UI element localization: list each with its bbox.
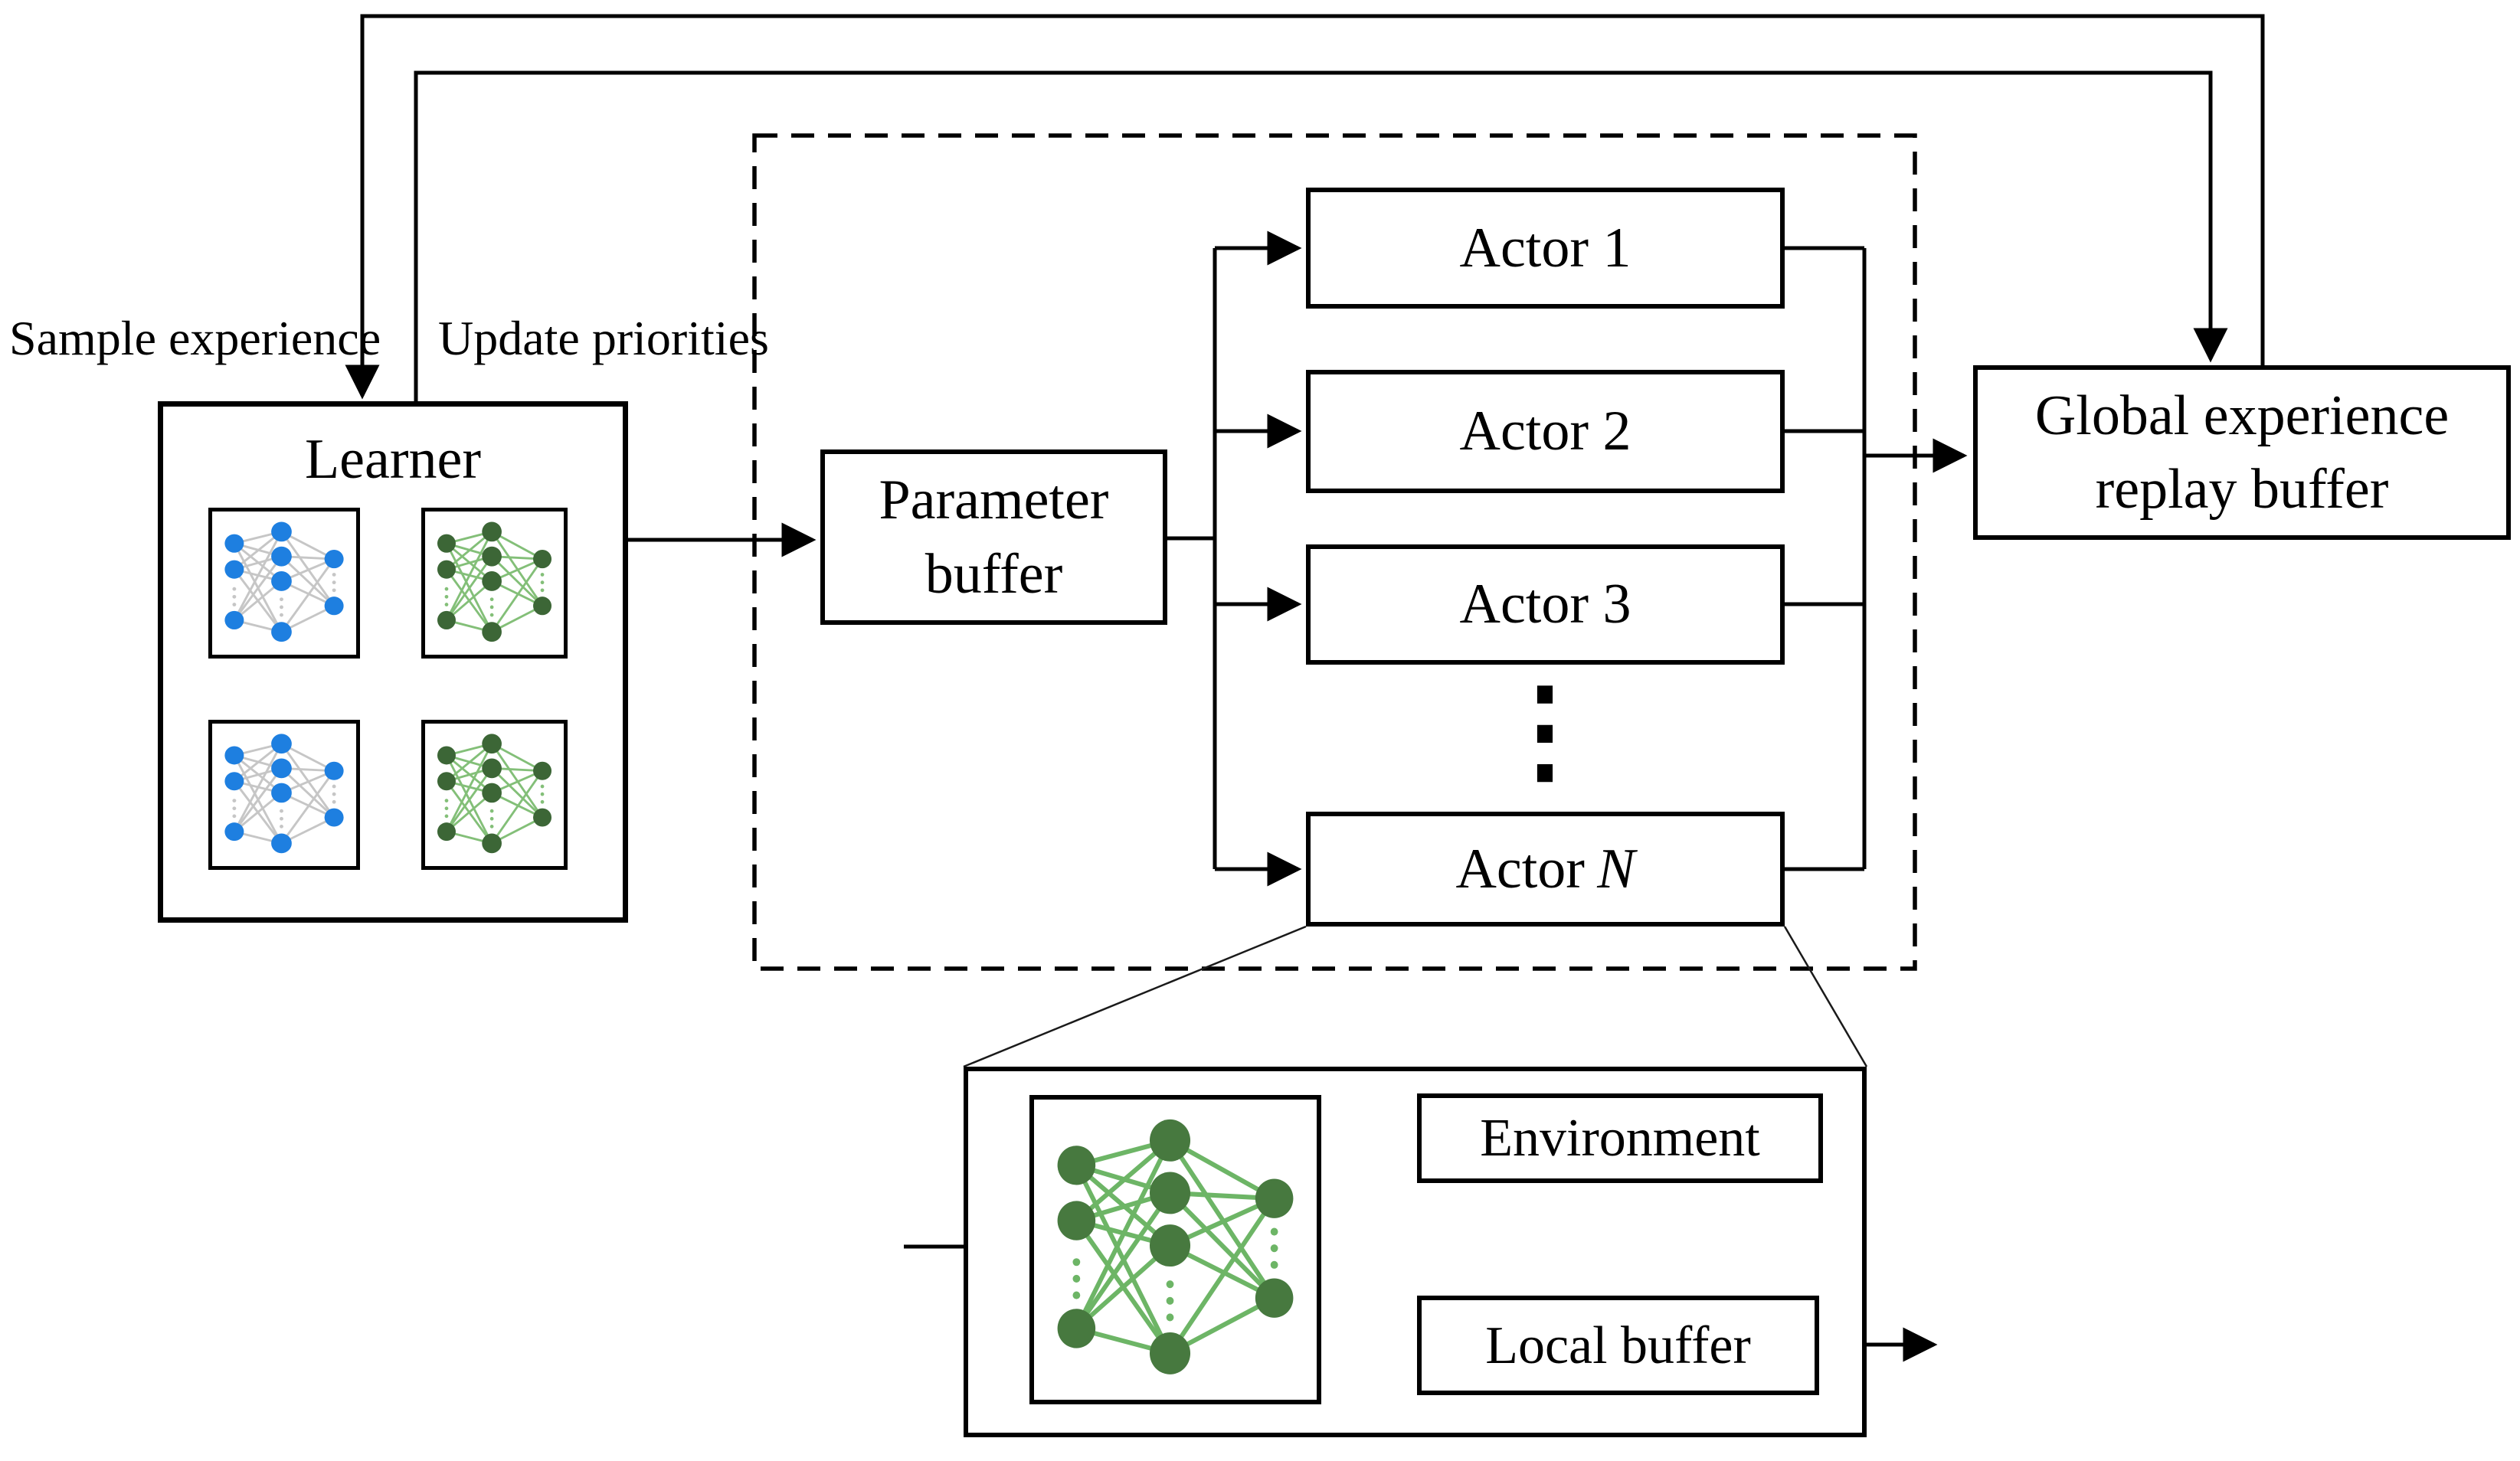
callout-line-right <box>1783 926 1868 1067</box>
global-replay-buffer-box: Global experience replay buffer <box>1973 365 2511 540</box>
global-replay-buffer-label: Global experience replay buffer <box>2034 384 2450 521</box>
learner-network-top-left <box>208 508 360 659</box>
actor-3-box: Actor 3 <box>1306 544 1785 665</box>
wire-update-priorities-loop <box>414 70 2228 401</box>
learner-network-bottom-right <box>421 720 568 870</box>
actor-farm-dashed-border <box>752 133 1917 971</box>
learner-network-bottom-left <box>208 720 360 870</box>
neural-network-icon <box>437 734 552 854</box>
actor-1-label: Actor 1 <box>1459 216 1631 279</box>
actors-vertical-ellipsis-icon: ⋮ <box>1487 667 1602 795</box>
neural-network-icon <box>1057 1119 1294 1374</box>
local-buffer-label: Local buffer <box>1485 1316 1751 1375</box>
parameter-buffer-box: Parameter buffer <box>820 449 1167 625</box>
neural-network-icon <box>437 521 552 642</box>
actor-2-box: Actor 2 <box>1306 370 1785 493</box>
wire-sample-experience-loop <box>345 14 2265 400</box>
actor-1-box: Actor 1 <box>1306 188 1785 309</box>
actor-n-prefix: Actor <box>1455 837 1585 900</box>
actor-2-label: Actor 2 <box>1459 400 1631 463</box>
actor-3-label: Actor 3 <box>1459 573 1631 636</box>
update-priorities-label: Update priorities <box>438 311 769 365</box>
sample-experience-label: Sample experience <box>9 311 381 365</box>
neural-network-icon <box>224 521 344 642</box>
learner-title: Learner <box>304 428 482 491</box>
environment-box: Environment <box>1417 1093 1823 1183</box>
local-buffer-box: Local buffer <box>1417 1296 1819 1395</box>
neural-network-icon <box>224 734 344 854</box>
actor-n-suffix: N <box>1597 837 1635 900</box>
callout-line-left <box>963 925 1307 1068</box>
actor-policy-network <box>1029 1095 1321 1404</box>
environment-label: Environment <box>1480 1109 1760 1168</box>
parameter-buffer-label: Parameter buffer <box>879 469 1109 606</box>
learner-network-top-right <box>421 508 568 659</box>
